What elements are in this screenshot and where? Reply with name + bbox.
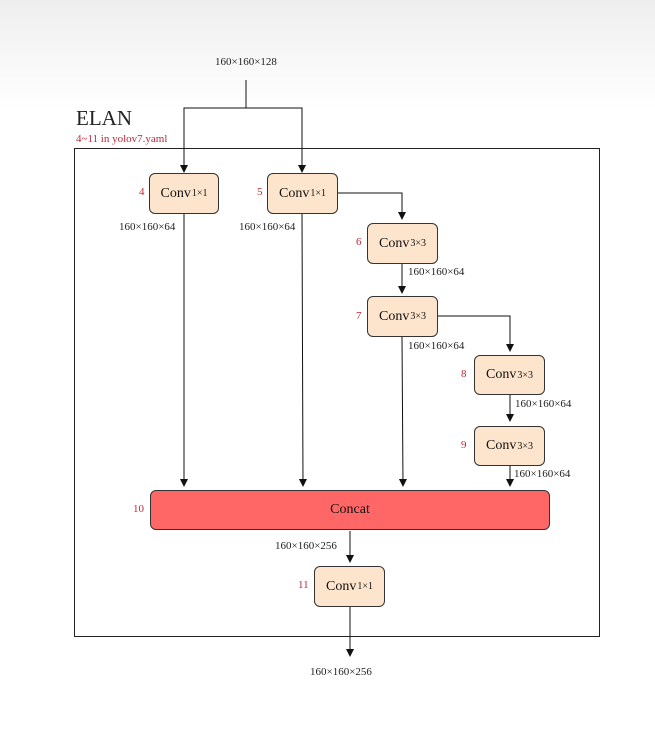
edge-input-to-5 bbox=[246, 107, 306, 173]
edge-5-to-10 bbox=[298, 213, 307, 487]
node-11-op: Conv bbox=[326, 578, 357, 594]
edge-5-to-6 bbox=[338, 192, 406, 220]
node-10-index: 10 bbox=[133, 503, 144, 515]
node-9-op: Conv bbox=[486, 438, 517, 453]
node-6-out-dim: 160×160×64 bbox=[408, 266, 465, 278]
node-10-out-dim: 160×160×256 bbox=[275, 540, 337, 552]
node-10-concat: Concat bbox=[150, 490, 550, 530]
diagram-title: ELAN bbox=[76, 106, 132, 130]
input-dim-label: 160×160×128 bbox=[215, 56, 277, 68]
node-8-out-dim: 160×160×64 bbox=[515, 398, 572, 410]
node-4-op: Conv bbox=[160, 185, 191, 201]
output-dim-label: 160×160×256 bbox=[310, 666, 372, 678]
node-7-kernel: 3×3 bbox=[410, 311, 426, 322]
node-4-out-dim: 160×160×64 bbox=[119, 221, 176, 233]
node-11-index: 11 bbox=[298, 579, 309, 591]
elan-block-frame bbox=[74, 148, 600, 637]
node-8-kernel: 3×3 bbox=[517, 369, 533, 381]
node-4-kernel: 1×1 bbox=[191, 188, 208, 199]
node-4-index: 4 bbox=[139, 186, 145, 198]
node-8-index: 8 bbox=[461, 368, 467, 380]
node-9-out-dim: 160×160×64 bbox=[514, 468, 571, 480]
edge-7-to-10 bbox=[398, 336, 407, 487]
node-11-kernel: 1×1 bbox=[357, 581, 373, 592]
node-7-out-dim: 160×160×64 bbox=[408, 340, 465, 352]
node-5-out-dim: 160×160×64 bbox=[239, 221, 296, 233]
node-9-kernel: 3×3 bbox=[517, 440, 533, 452]
node-6-op: Conv bbox=[379, 235, 410, 251]
edge-input-to-4 bbox=[180, 80, 247, 173]
node-8-op: Conv bbox=[486, 367, 517, 382]
node-7-index: 7 bbox=[356, 310, 362, 322]
node-10-op: Concat bbox=[330, 502, 370, 517]
node-5-index: 5 bbox=[257, 186, 263, 198]
node-5-kernel: 1×1 bbox=[310, 188, 326, 199]
node-6-index: 6 bbox=[356, 236, 362, 248]
node-5-op: Conv bbox=[279, 185, 310, 201]
diagram-subtitle: 4~11 in yolov7.yaml bbox=[76, 133, 168, 145]
edge-7-to-8 bbox=[438, 315, 514, 352]
node-7-op: Conv bbox=[379, 308, 410, 324]
node-6-kernel: 3×3 bbox=[410, 238, 426, 249]
node-9-index: 9 bbox=[461, 439, 467, 451]
